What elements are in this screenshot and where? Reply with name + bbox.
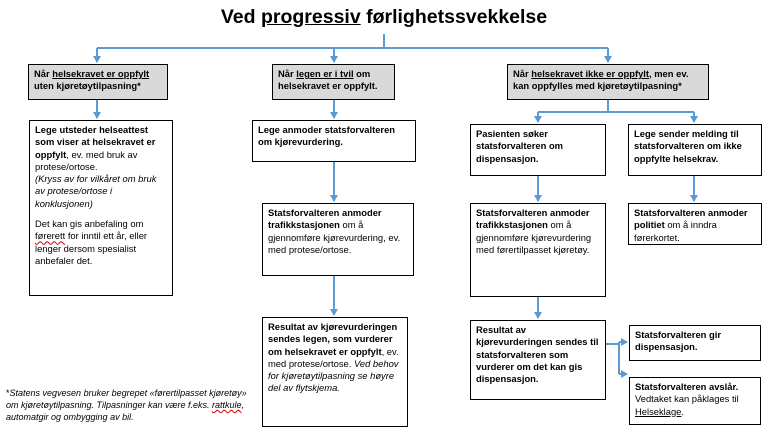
header-requirement-not-met: Når helsekravet ikke er oppfylt, men ev.… <box>507 64 709 100</box>
header-requirement-met: Når helsekravet er oppfylt uten kjøretøy… <box>28 64 168 100</box>
dispensation-rejected-box: Statsforvalteren avslår. Vedtaket kan på… <box>629 377 761 425</box>
diagram-title: Ved progressiv førlighetssvekkelse <box>220 6 548 28</box>
split-col3-col4 <box>538 100 694 113</box>
patient-applies-dispensation-box: Pasienten søker statsforvalteren om disp… <box>470 124 606 176</box>
governor-requests-traffic-station-box: Statsforvalteren anmoder trafikkstasjone… <box>262 203 414 276</box>
doctor-requests-assessment-box: Lege anmoder statsforvalteren om kjørevu… <box>252 120 416 162</box>
governor-requests-police-box: Statsforvalteren anmoder politiet om å i… <box>628 203 762 245</box>
governor-requests-traffic-station-adapted-box: Statsforvalteren anmoder trafikkstasjone… <box>470 203 606 297</box>
top-connector <box>97 34 608 49</box>
assessment-result-to-doctor-box: Resultat av kjørevurderingen sendes lege… <box>262 317 408 427</box>
doctor-notifies-governor-box: Lege sender melding til statsforvalteren… <box>628 124 762 176</box>
assessment-result-to-governor-box: Resultat av kjørevurderingen sendes til … <box>470 320 606 400</box>
doctor-issues-certificate-box: Lege utsteder helseattest som viser at h… <box>29 120 173 296</box>
dispensation-granted-box: Statsforvalteren gir dispensasjon. <box>629 325 761 361</box>
split-outcomes <box>606 342 620 374</box>
footnote: *Statens vegvesen bruker begrepet «fører… <box>6 388 247 423</box>
header-doctor-in-doubt: Når legen er i tvil om helsekravet er op… <box>272 64 395 100</box>
helseklage-link[interactable]: Helseklage <box>635 405 682 417</box>
